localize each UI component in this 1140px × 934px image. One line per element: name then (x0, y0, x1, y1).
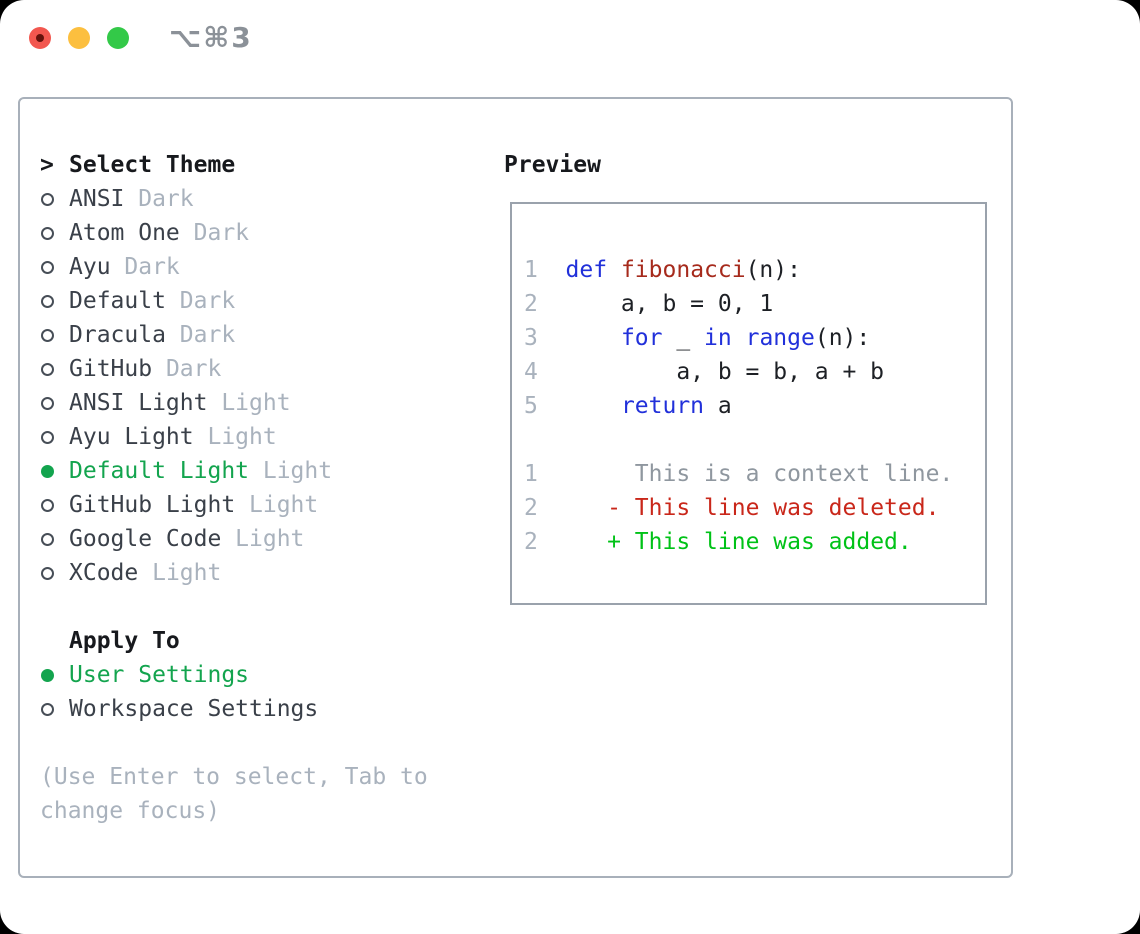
code-line: 4 a, b = b, a + b (524, 359, 885, 385)
theme-variant: Dark (179, 288, 236, 314)
theme-option-ayu-light[interactable]: Ayu Light Light (40, 420, 428, 454)
code-line: 1 def fibonacci(n): (524, 257, 801, 283)
radio-selected-icon (41, 668, 54, 682)
theme-name: Dracula (69, 322, 166, 348)
line-number: 2 (524, 291, 566, 317)
line-number: 3 (524, 325, 566, 351)
window-shortcut-label: ⌥⌘3 (169, 21, 253, 54)
radio-icon (41, 566, 54, 580)
radio-icon (41, 396, 54, 410)
radio-icon (41, 362, 54, 376)
spacer-row (40, 590, 428, 624)
section-title-select-theme: Select Theme (69, 152, 236, 178)
radio-selected-icon (41, 464, 54, 478)
diff-context-line: 1 This is a context line. (524, 461, 954, 487)
theme-name: Default (69, 288, 166, 314)
help-text-line-2: change focus) (40, 798, 221, 824)
radio-icon (41, 532, 54, 546)
diff-deleted-line: 2 - This line was deleted. (524, 495, 940, 521)
theme-name: GitHub (69, 356, 153, 382)
close-button[interactable] (29, 27, 51, 49)
theme-variant: Light (262, 458, 333, 484)
radio-icon (41, 192, 54, 206)
radio-icon (41, 430, 54, 444)
theme-variant: Light (249, 492, 319, 518)
theme-variant: Light (221, 390, 291, 416)
line-number: 5 (524, 393, 566, 419)
prompt-marker-icon: > (40, 152, 54, 178)
close-dot-icon (36, 34, 44, 42)
theme-variant: Dark (124, 254, 180, 280)
code-line: 3 for _ in range(n): (524, 325, 871, 351)
theme-option-ansi-dark[interactable]: ANSI Dark (40, 182, 428, 216)
apply-option-workspace-settings[interactable]: Workspace Settings (40, 692, 428, 726)
theme-variant: Light (207, 424, 277, 450)
line-number: 2 (524, 495, 538, 521)
radio-icon (41, 260, 54, 274)
diff-added-line: 2 + This line was added. (524, 529, 912, 555)
theme-list-header: > Select Theme (40, 148, 428, 182)
theme-name: Ayu (69, 254, 111, 280)
line-number: 4 (524, 359, 566, 385)
radio-icon (41, 702, 54, 716)
minimize-button[interactable] (68, 27, 90, 49)
radio-icon (41, 294, 54, 308)
theme-variant: Dark (179, 322, 236, 348)
zoom-button[interactable] (107, 27, 129, 49)
theme-option-default-light-selected[interactable]: Default Light Light (40, 454, 428, 488)
section-title-apply-to: Apply To (69, 628, 180, 654)
apply-option-label: Workspace Settings (69, 696, 319, 722)
theme-variant: Dark (138, 186, 194, 212)
preview-pane: 1 def fibonacci(n): 2 a, b = 0, 1 3 for … (510, 202, 987, 605)
theme-option-xcode-light[interactable]: XCode Light (40, 556, 428, 590)
theme-name: Atom One (69, 220, 180, 246)
theme-name: ANSI Light (69, 390, 208, 416)
theme-option-google-code-light[interactable]: Google Code Light (40, 522, 428, 556)
line-number: 2 (524, 529, 538, 555)
theme-option-default-dark[interactable]: Default Dark (40, 284, 428, 318)
theme-option-ayu-dark[interactable]: Ayu Dark (40, 250, 428, 284)
theme-name: Ayu Light (69, 424, 194, 450)
theme-name: Default Light (69, 458, 250, 484)
help-text-line-1: (Use Enter to select, Tab to (40, 764, 428, 790)
titlebar: ⌥⌘3 (29, 21, 253, 54)
theme-name: XCode (69, 560, 139, 586)
theme-variant: Light (152, 560, 222, 586)
theme-variant: Dark (193, 220, 250, 246)
radio-icon (41, 498, 54, 512)
theme-variant: Light (235, 526, 305, 552)
blank-line (524, 423, 985, 457)
theme-name: GitHub Light (69, 492, 236, 518)
theme-option-github-dark[interactable]: GitHub Dark (40, 352, 428, 386)
preview-title: Preview (504, 152, 601, 178)
radio-icon (41, 328, 54, 342)
theme-name: ANSI (69, 186, 125, 212)
theme-option-ansi-light[interactable]: ANSI Light Light (40, 386, 428, 420)
line-number: 1 (524, 257, 566, 283)
theme-name: Google Code (69, 526, 222, 552)
theme-option-atom-one-dark[interactable]: Atom One Dark (40, 216, 428, 250)
apply-option-label: User Settings (69, 662, 250, 688)
apply-to-header: Apply To (40, 624, 428, 658)
theme-option-dracula-dark[interactable]: Dracula Dark (40, 318, 428, 352)
theme-variant: Dark (165, 356, 222, 382)
code-line: 2 a, b = 0, 1 (524, 291, 774, 317)
apply-option-user-settings-selected[interactable]: User Settings (40, 658, 428, 692)
radio-icon (41, 226, 54, 240)
theme-option-github-light[interactable]: GitHub Light Light (40, 488, 428, 522)
code-line: 5 return a (524, 393, 732, 419)
spacer-row (40, 726, 428, 760)
line-number: 1 (524, 461, 538, 487)
